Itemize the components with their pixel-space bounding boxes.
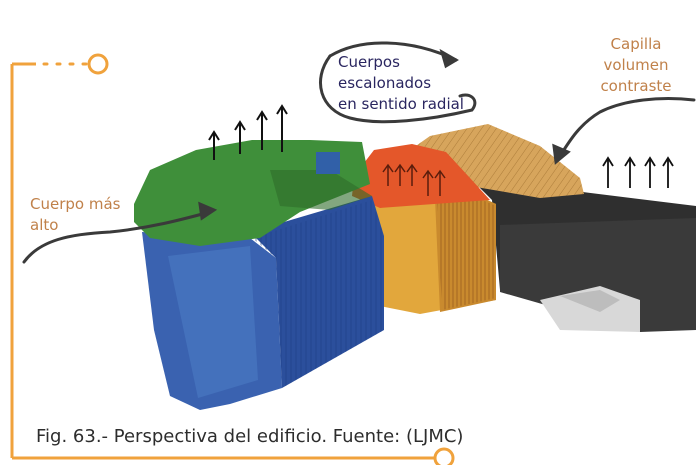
dark-wing: [470, 178, 696, 332]
figure-caption: Fig. 63.- Perspectiva del edificio. Fuen…: [36, 426, 464, 447]
annotation-tallest-body: Cuerpo más alto: [30, 194, 140, 236]
annotation-line: Cuerpos: [338, 53, 400, 71]
blue-mass: [142, 196, 384, 410]
annotation-line: contraste: [600, 77, 672, 95]
annotation-line: escalonados: [338, 74, 432, 92]
yellow-body: [374, 176, 496, 314]
figure-frame: [10, 53, 455, 465]
annotation-radial-bodies: Cuerpos escalonados en sentido radial: [338, 52, 488, 115]
annotation-pointers: [22, 41, 696, 264]
orange-roof: [352, 144, 490, 208]
annotation-line: Capilla: [610, 35, 662, 53]
green-roof: [134, 104, 372, 246]
annotation-chapel: Capilla volumen contraste: [586, 34, 686, 97]
annotation-line: en sentido radial: [338, 95, 464, 113]
annotation-line: volumen: [603, 56, 669, 74]
annotation-line: Cuerpo más: [30, 195, 121, 213]
chapel-arrows: [602, 156, 674, 188]
annotation-line: alto: [30, 216, 59, 234]
